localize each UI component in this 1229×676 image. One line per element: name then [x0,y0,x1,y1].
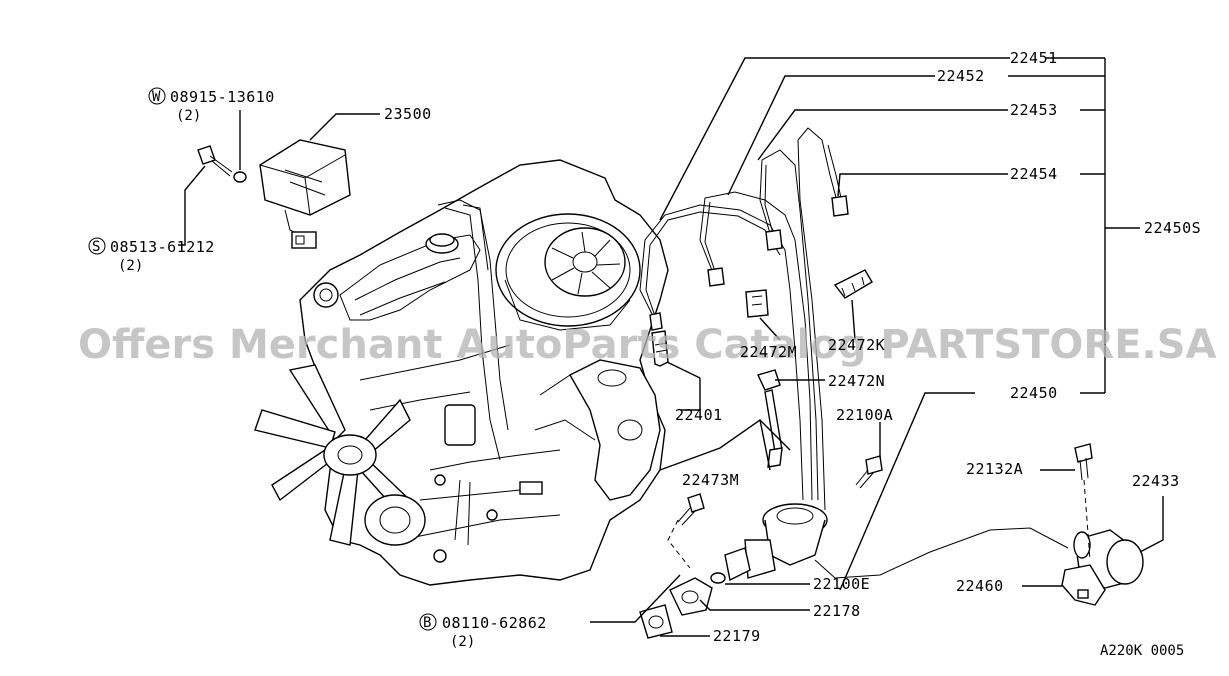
distributor [724,503,828,582]
symbol-b: B [423,615,431,631]
ignition-cable-set [639,127,849,511]
callout-22433: 22433 [1132,472,1180,490]
symbol-s: S [92,239,100,255]
o-ring [710,572,726,584]
callout-22473m: 22473M [682,471,739,489]
distributor-bolt [855,455,883,489]
diagram-code: A220K 0005 [1100,643,1184,659]
callout-22179: 22179 [713,627,761,645]
flange-bolt [677,493,705,526]
gasket [639,604,673,639]
washer [233,171,247,183]
fastener-w: W 08915-13610 (2) [148,87,275,124]
spark-plug [651,330,669,367]
callout-22452: 22452 [937,67,985,85]
part-number-w: 08915-13610 [170,88,275,106]
bolt-screw [197,145,233,177]
fastener-b: B 08110-62862 (2) [419,613,547,650]
assembly-guide [667,519,691,569]
part-number-b: 08110-62862 [442,614,547,632]
quantity-b: (2) [450,634,475,650]
fastener-s: S 08513-61212 (2) [88,237,215,274]
leader-lines [178,57,1164,637]
watermark-text: Offers Merchant AutoParts Catalog PARTST… [78,322,1217,368]
symbol-w: W [152,89,161,105]
callout-22450: 22450 [1010,384,1058,402]
callout-22450s: 22450S [1144,219,1201,237]
callout-22460: 22460 [956,577,1004,595]
callout-22100a: 22100A [836,406,893,424]
callout-labels: 22451 22452 22453 22454 22450S 22450 235… [384,49,1201,645]
engine-assembly [254,159,669,586]
quantity-w: (2) [176,108,201,124]
cable-clamp-m [745,289,769,318]
vacuum-hose [814,527,1069,579]
cable-clamp-k [833,269,873,299]
part-number-s: 08513-61212 [110,238,215,256]
callout-22100e: 22100E [813,575,870,593]
quantity-s: (2) [118,258,143,274]
symbol-circle-b [419,613,437,631]
distributor-flange [669,577,713,616]
cable-clamp-n [757,369,781,391]
callout-22472k: 22472K [828,336,885,354]
callout-22454: 22454 [1010,165,1058,183]
symbol-circle-s [88,237,106,255]
callout-22472m: 22472M [740,343,797,361]
callout-22472n: 22472N [828,372,885,390]
vacuum-control-unit [1061,529,1144,606]
callout-23500: 23500 [384,105,432,123]
callout-22178: 22178 [813,602,861,620]
callout-22401: 22401 [675,406,723,424]
callout-22451: 22451 [1010,49,1058,67]
symbol-circle-w [148,87,166,105]
callout-22132a: 22132A [966,460,1023,478]
ignition-control-unit [259,139,351,249]
callout-22453: 22453 [1010,101,1058,119]
vacuum-guide [1083,479,1091,561]
vacuum-bolt [1074,443,1093,481]
